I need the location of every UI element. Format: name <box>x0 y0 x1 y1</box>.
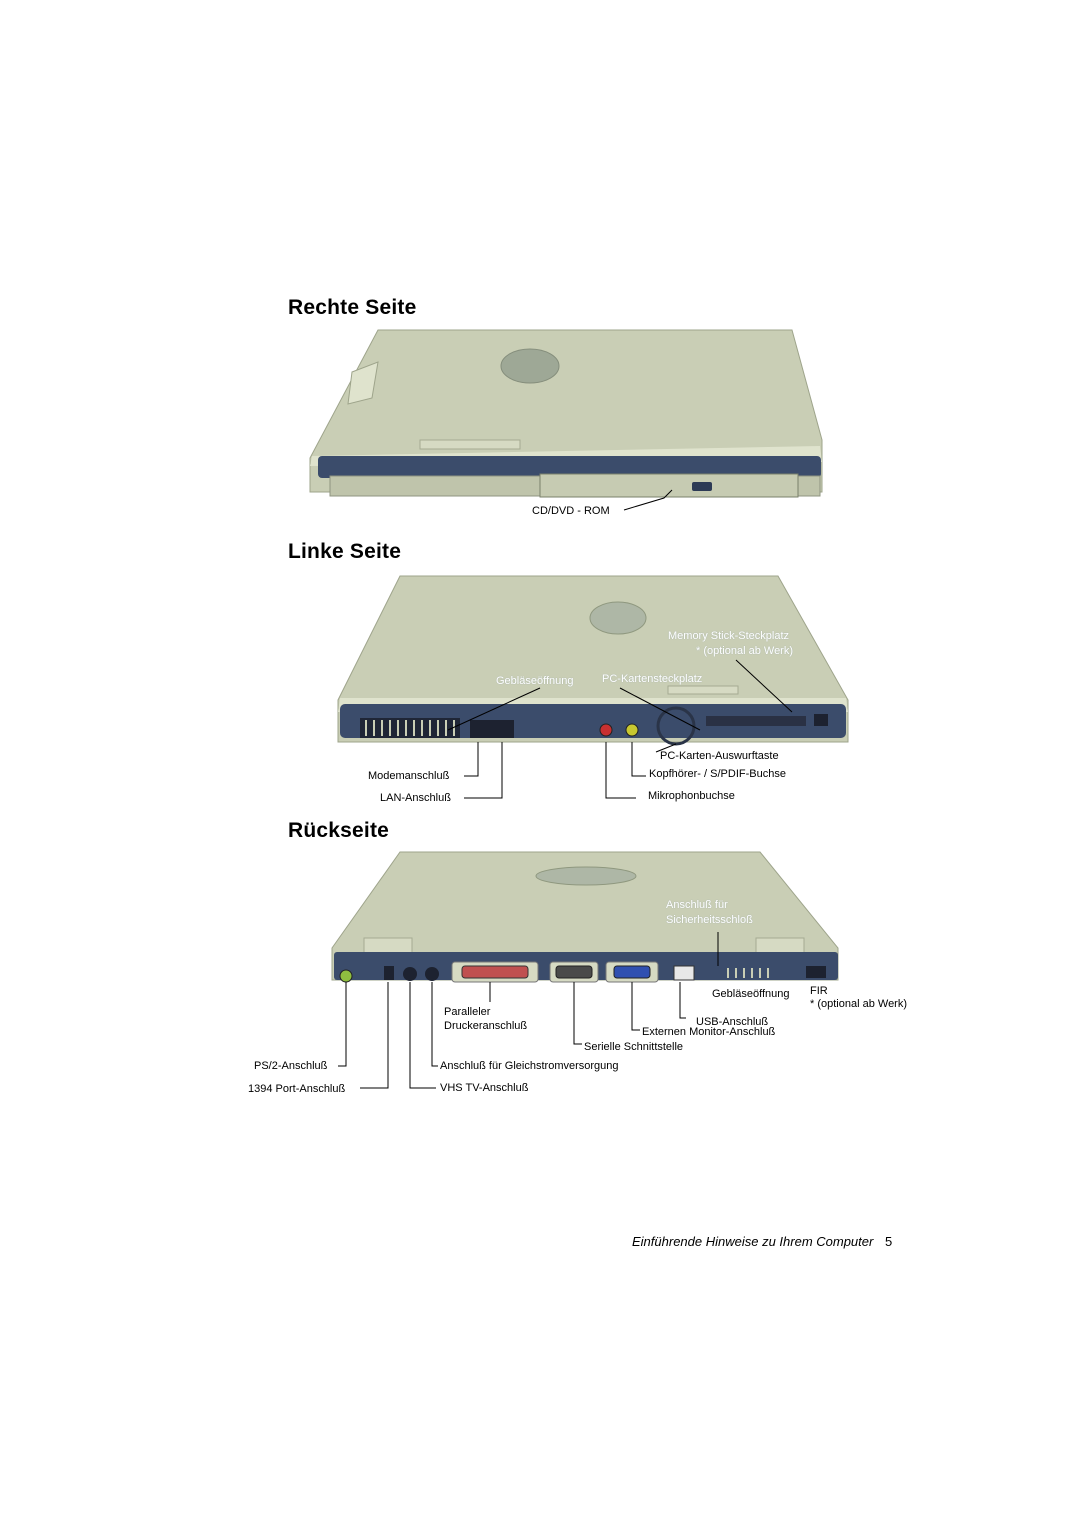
label-optional-left: * (optional ab Werk) <box>696 645 794 657</box>
laptop-left-body <box>337 575 849 746</box>
label-parallel-2: Druckeranschluß <box>444 1020 528 1032</box>
label-security-lock-1: Anschluß für <box>666 899 728 911</box>
label-optional-back: * (optional ab Werk) <box>810 998 908 1010</box>
laptop-right-body <box>309 329 823 498</box>
label-monitor-port: Externen Monitor-Anschluß <box>642 1026 776 1038</box>
label-fir: FIR <box>810 985 828 997</box>
label-usb-port: USB-Anschluß <box>696 1016 769 1028</box>
label-parallel-1: Paralleler <box>444 1006 491 1018</box>
label-security-lock-2: Sicherheitsschloß <box>666 914 753 926</box>
label-ps2-port: PS/2-Anschluß <box>254 1060 328 1072</box>
label-fan-left: Gebläseöffnung <box>496 675 574 687</box>
footer-text: Einführende Hinweise zu Ihrem Computer <box>632 1234 874 1249</box>
leader-lines-left <box>447 659 793 799</box>
fan-grille-left <box>365 720 455 736</box>
label-lan-port: LAN-Anschluß <box>380 792 451 804</box>
label-serial-port: Serielle Schnittstelle <box>584 1041 684 1053</box>
section-title-right: Rechte Seite <box>288 296 417 319</box>
label-pc-card-slot: PC-Kartensteckplatz <box>602 673 703 685</box>
label-1394-port: 1394 Port-Anschluß <box>248 1083 346 1095</box>
leader-lines-back <box>338 932 719 1089</box>
section-title-back: Rückseite <box>288 819 390 842</box>
label-fan-back: Gebläseöffnung <box>712 988 790 1000</box>
section-title-left: Linke Seite <box>288 540 402 563</box>
label-cd-dvd-rom: CD/DVD - ROM <box>532 505 610 517</box>
label-modem-port: Modemanschluß <box>368 770 450 782</box>
page-footer: Einführende Hinweise zu Ihrem Computer 5 <box>632 1234 892 1249</box>
label-memory-stick-slot: Memory Stick-Steckplatz <box>668 630 790 642</box>
label-vhs-tv-port: VHS TV-Anschluß <box>440 1082 529 1094</box>
page-number: 5 <box>884 1234 893 1249</box>
laptop-back-body <box>331 851 839 983</box>
label-pc-card-eject: PC-Karten-Auswurftaste <box>660 750 779 762</box>
label-microphone-jack: Mikrophonbuchse <box>648 790 735 802</box>
label-dc-power: Anschluß für Gleichstromversorgung <box>440 1060 619 1072</box>
label-headphone-jack: Kopfhörer- / S/PDIF-Buchse <box>649 768 786 780</box>
